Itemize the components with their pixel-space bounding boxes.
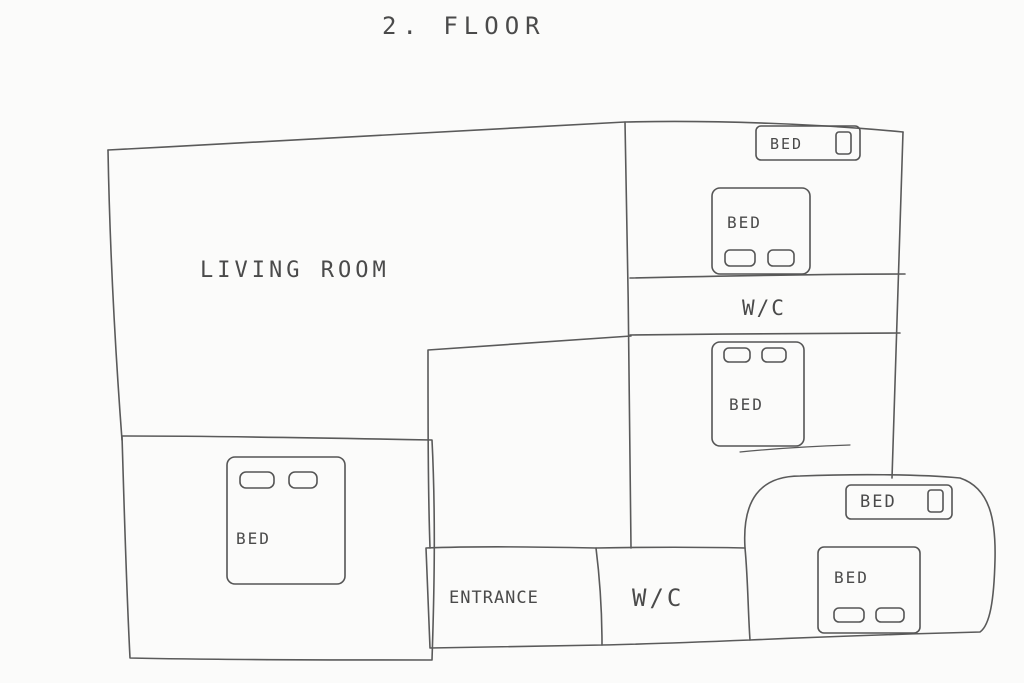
room-label-living-room: LIVING ROOM [200,258,390,283]
bed-top-single [755,125,861,161]
pillow-icon [724,249,756,267]
bed-label-left-double: BED [236,529,271,548]
bed-top-double [711,187,811,275]
bed-label-bottom-right-double: BED [834,568,869,587]
wc-bottom-walls [595,546,751,646]
pillow-icon [833,607,865,623]
pillow-icon [927,489,944,513]
wall-wc-bottom [629,332,901,336]
bed-middle-double [711,341,805,447]
page-title: 2. FLOOR [382,12,546,40]
pillow-icon [835,131,852,155]
room-label-wc-bottom: W/C [632,584,685,612]
outer-wall-right [891,131,904,479]
bed-bottom-right-single [845,484,953,520]
pillow-icon [723,347,751,363]
corridor-walls [427,335,632,549]
bed-label-bottom-right-single: BED [860,492,897,512]
pillow-icon [761,347,787,363]
pillow-icon [875,607,905,623]
bed-bottom-right-double [817,546,921,634]
bed-label-top-single: BED [770,135,804,153]
wall-wc-top [629,273,906,279]
bed-label-top-double: BED [727,213,762,232]
bottom-right-bedroom-walls [743,473,996,641]
pillow-icon [239,471,275,489]
pillow-icon [767,249,795,267]
outer-wall-top [107,120,904,151]
left-bedroom-walls [121,435,436,661]
room-label-wc-top: W/C [742,296,786,320]
bed-left-double [226,456,346,585]
outer-wall-left [107,149,123,441]
bed-label-middle-double: BED [729,395,764,414]
room-label-entrance: ENTRANCE [449,588,539,608]
sketch-stroke [739,444,851,453]
pillow-icon [288,471,318,489]
wall-center-vertical [624,121,632,549]
entrance-walls [425,546,603,649]
